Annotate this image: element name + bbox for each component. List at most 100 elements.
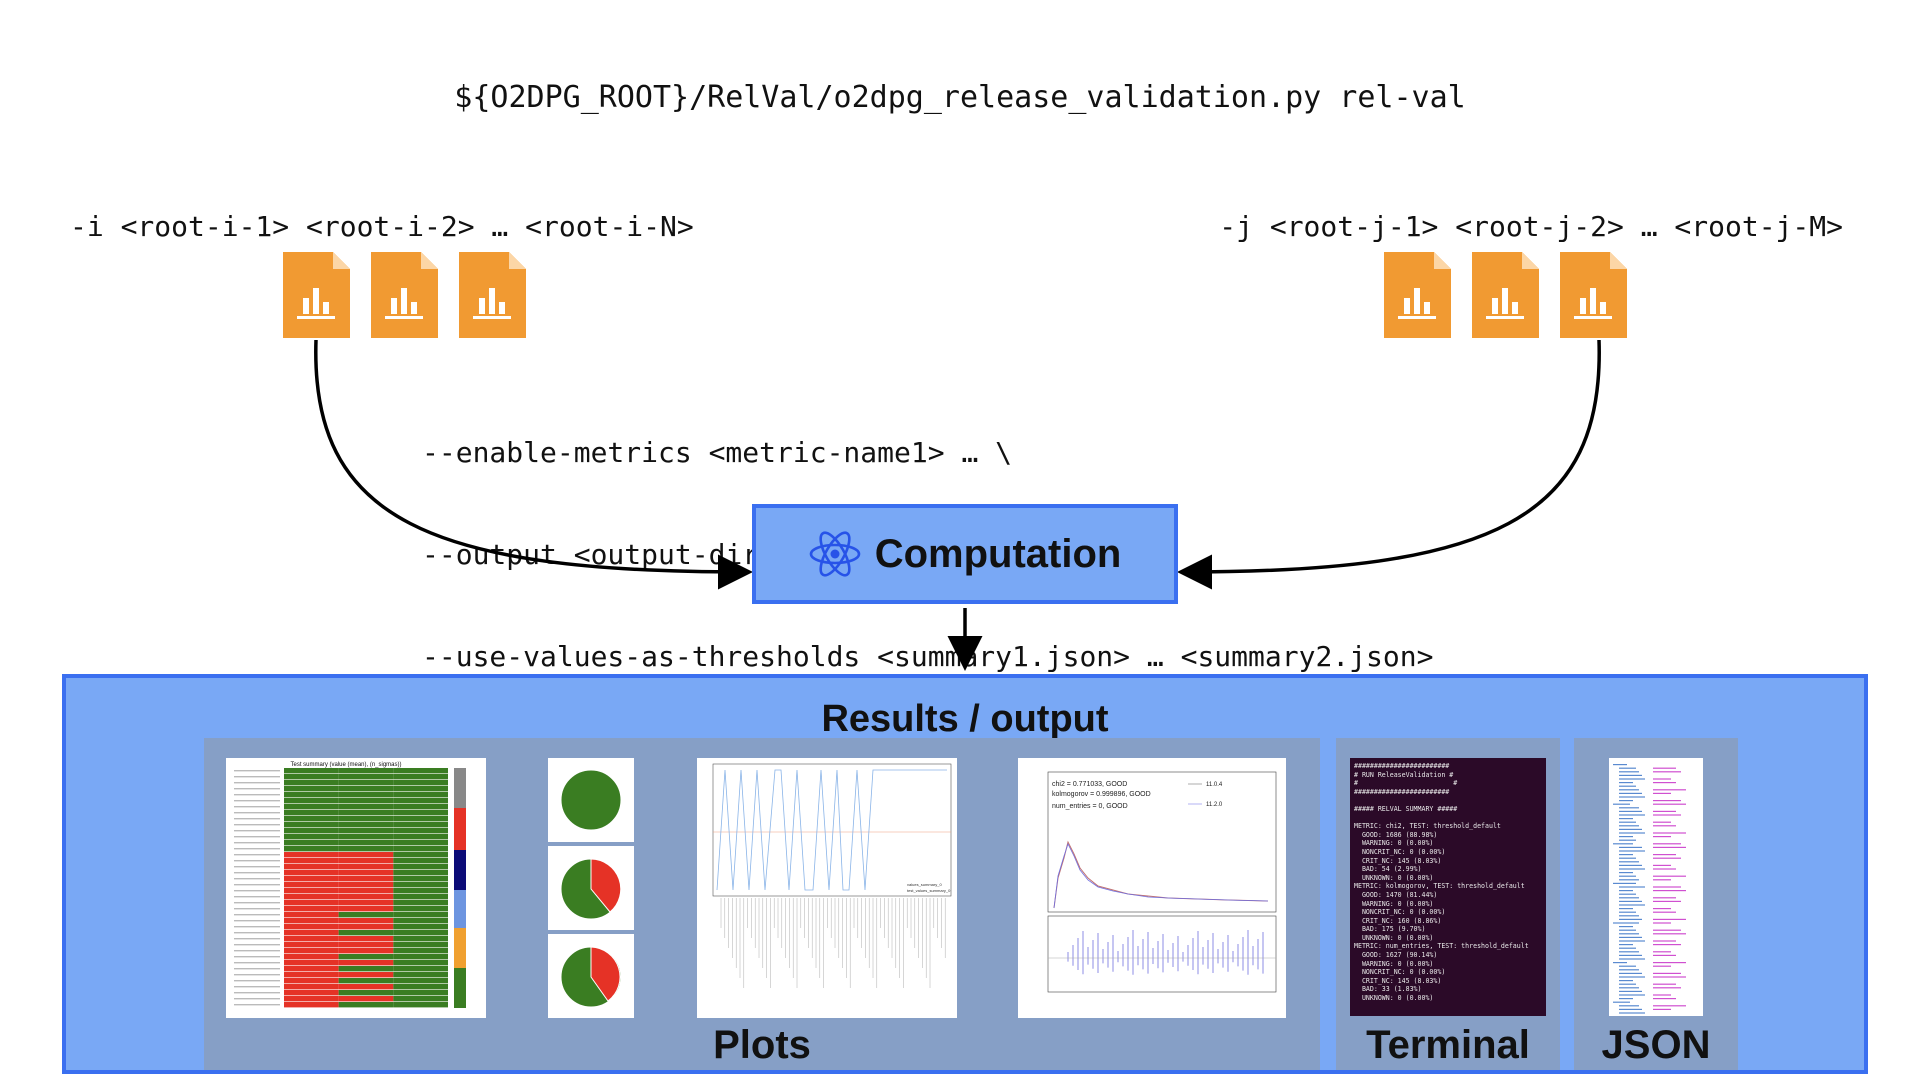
json-key-line xyxy=(1619,994,1645,996)
json-key-line xyxy=(1619,854,1633,856)
summary-cell xyxy=(284,882,339,888)
terminal-label: Terminal xyxy=(1366,1023,1530,1067)
json-key-line xyxy=(1619,900,1642,902)
json-key-line xyxy=(1619,836,1633,838)
json-key-line xyxy=(1619,990,1642,992)
summary-cell xyxy=(393,822,448,828)
summary-cell xyxy=(338,804,394,810)
summary-cell xyxy=(393,1002,448,1008)
summary-cell xyxy=(284,942,339,948)
json-value-line xyxy=(1653,900,1681,902)
json-value-line xyxy=(1653,879,1671,881)
json-key-line xyxy=(1619,983,1636,985)
root-file-icon xyxy=(459,252,526,338)
summary-cell xyxy=(393,870,448,876)
json-value-line xyxy=(1653,933,1686,935)
summary-cell xyxy=(284,876,339,882)
summary-cell xyxy=(393,852,448,858)
summary-cell xyxy=(338,816,394,822)
json-value-line xyxy=(1653,846,1686,848)
json-value-line xyxy=(1653,911,1676,913)
computation-label: Computation xyxy=(874,531,1122,576)
json-key-line xyxy=(1619,951,1639,953)
summary-row-label xyxy=(234,848,280,850)
json-key-line xyxy=(1619,828,1642,830)
json-key-line xyxy=(1619,771,1639,773)
summary-row-label xyxy=(234,950,280,952)
summary-cell xyxy=(393,828,448,834)
json-key-line xyxy=(1619,958,1645,960)
summary-cell xyxy=(338,864,394,870)
json-key-line xyxy=(1619,918,1642,920)
summary-row-label xyxy=(234,908,280,910)
summary-cell xyxy=(284,840,339,846)
json-key-line xyxy=(1619,767,1636,769)
json-key-line xyxy=(1619,879,1639,881)
summary-row-label xyxy=(234,788,280,790)
json-key-line xyxy=(1619,890,1633,892)
json-value-line xyxy=(1653,954,1676,956)
summary-cell xyxy=(338,930,394,936)
json-key-line xyxy=(1619,818,1633,820)
json-key-line xyxy=(1613,843,1633,845)
json-key-line xyxy=(1619,969,1639,971)
summary-cell xyxy=(338,834,394,840)
json-key-line xyxy=(1619,800,1633,802)
line-plot-thumbnail: values_summary_0 test_values_summary_0 xyxy=(697,758,957,1018)
summary-cell xyxy=(338,924,394,930)
summary-row-label xyxy=(234,926,280,928)
summary-cell xyxy=(284,936,339,942)
summary-cell xyxy=(284,900,339,906)
root-file-icon xyxy=(1472,252,1539,338)
json-value-line xyxy=(1653,940,1676,942)
json-key-line xyxy=(1619,785,1636,787)
json-key-line xyxy=(1619,1012,1645,1014)
summary-cell xyxy=(338,780,394,786)
summary-cell xyxy=(284,972,339,978)
json-key-line xyxy=(1619,861,1639,863)
json-key-line xyxy=(1619,904,1645,906)
json-key-line xyxy=(1619,778,1645,780)
json-key-line xyxy=(1619,821,1636,823)
summary-cell xyxy=(393,840,448,846)
summary-row-label xyxy=(234,932,280,934)
pie-charts-thumbnail xyxy=(548,758,634,1018)
summary-cell xyxy=(393,984,448,990)
summary-cell xyxy=(393,996,448,1002)
summary-cell xyxy=(338,870,394,876)
json-key-line xyxy=(1619,929,1636,931)
json-key-line xyxy=(1613,764,1627,766)
summary-row-label xyxy=(234,800,280,802)
summary-cell xyxy=(393,858,448,864)
json-value-line xyxy=(1653,778,1671,780)
line-legend-2: test_values_summary_0 xyxy=(907,888,951,893)
summary-row-label xyxy=(234,854,280,856)
summary-row-label xyxy=(234,962,280,964)
json-key-line xyxy=(1619,1008,1642,1010)
summary-cell xyxy=(393,804,448,810)
summary-row-label xyxy=(234,830,280,832)
summary-cell xyxy=(284,816,339,822)
input-j-files: -j <root-j-1> <root-j-2> … <root-j-M> xyxy=(1219,210,1843,243)
summary-cell xyxy=(284,960,339,966)
summary-cell xyxy=(393,768,448,774)
summary-cell xyxy=(393,912,448,918)
summary-row-label xyxy=(234,794,280,796)
arrow-i-to-computation xyxy=(314,339,753,590)
summary-row-label xyxy=(234,860,280,862)
json-value-line xyxy=(1653,908,1671,910)
summary-row-label xyxy=(234,1004,280,1006)
json-key-line xyxy=(1619,774,1642,776)
summary-row-label xyxy=(234,878,280,880)
json-value-line xyxy=(1653,821,1671,823)
summary-cell xyxy=(284,792,339,798)
json-key-line xyxy=(1619,947,1636,949)
summary-cell xyxy=(284,804,339,810)
json-key-line xyxy=(1619,872,1633,874)
summary-cell xyxy=(338,966,394,972)
json-key-line xyxy=(1619,839,1636,841)
json-value-line xyxy=(1653,868,1676,870)
summary-cell xyxy=(284,894,339,900)
json-key-line xyxy=(1619,832,1645,834)
summary-row-label xyxy=(234,956,280,958)
